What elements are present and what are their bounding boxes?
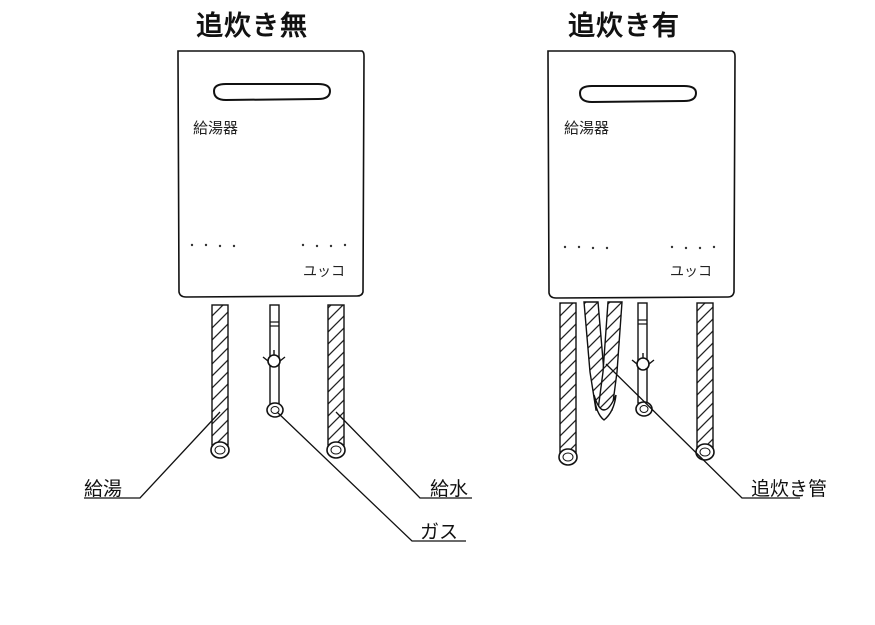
water-supply-label: 給水 bbox=[430, 478, 469, 500]
water-supply-pipe bbox=[326, 304, 346, 459]
panel-dots-left bbox=[563, 245, 609, 250]
heater-unit-no-reheat: 給湯器 ユッコ bbox=[84, 50, 472, 542]
brand-label: ユッコ bbox=[303, 264, 345, 280]
title-no-reheat: 追炊き無 bbox=[196, 11, 308, 42]
heater-body bbox=[177, 50, 365, 298]
hot-water-label: 給湯 bbox=[84, 478, 123, 500]
gas-leader bbox=[276, 411, 466, 542]
heater-handle-slot bbox=[212, 83, 332, 102]
water-supply-pipe bbox=[695, 302, 715, 461]
reheat-pipe bbox=[583, 301, 623, 421]
heater-handle-slot bbox=[578, 85, 698, 104]
hot-water-leader bbox=[84, 411, 221, 499]
gas-valve bbox=[636, 357, 650, 371]
heater-unit-with-reheat: 給湯器 ユッコ bbox=[547, 50, 800, 499]
hot-water-pipe bbox=[210, 304, 230, 459]
gas-pipe bbox=[262, 304, 286, 418]
title-with-reheat: 追炊き有 bbox=[568, 11, 680, 42]
panel-dots-left bbox=[190, 243, 236, 248]
water-supply-leader bbox=[335, 411, 472, 499]
gas-pipe bbox=[631, 302, 655, 417]
brand-label: ユッコ bbox=[670, 264, 712, 280]
panel-dots-right bbox=[301, 243, 347, 248]
reheat-pipe-label: 追炊き管 bbox=[751, 478, 828, 500]
gas-label: ガス bbox=[420, 521, 459, 543]
hot-water-pipe bbox=[558, 302, 578, 466]
reheat-pipe-leader bbox=[605, 363, 800, 499]
heater-label: 給湯器 bbox=[564, 119, 609, 137]
heater-label: 給湯器 bbox=[193, 119, 238, 137]
panel-dots-right bbox=[670, 245, 716, 250]
heater-body bbox=[547, 50, 736, 299]
gas-valve bbox=[267, 354, 281, 368]
